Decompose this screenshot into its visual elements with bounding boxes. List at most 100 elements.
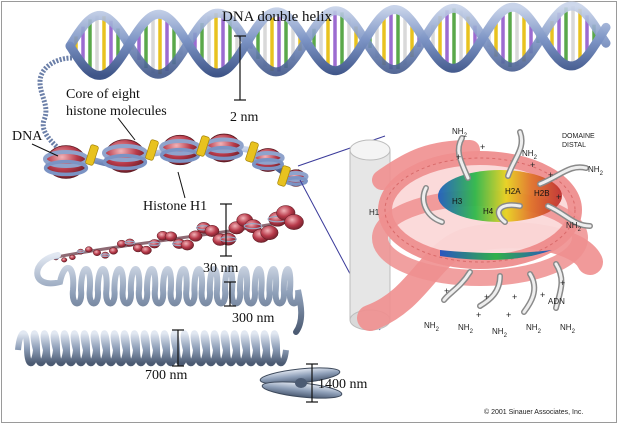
- histone-h1-clip: [245, 141, 259, 163]
- dna-wrap-ring: [159, 147, 201, 163]
- compact-nucleosome: [101, 251, 110, 259]
- compact-nucleosome: [188, 230, 203, 242]
- core-label-line2: histone molecules: [66, 104, 167, 119]
- nh2-label: NH2: [588, 165, 604, 177]
- histone-h1-clip: [277, 165, 291, 187]
- compact-nucleosome: [85, 246, 93, 253]
- compact-nucleosome: [164, 231, 178, 242]
- seven-hundred-nm-fiber: [15, 329, 289, 367]
- h4-label: H4: [483, 207, 494, 216]
- fiber-wrap: [76, 250, 85, 254]
- charge-plus: +: [540, 290, 545, 300]
- nh2-label: NH2: [560, 323, 576, 335]
- dna-wrap-ring: [251, 157, 285, 171]
- dna-wrap-ring: [43, 159, 89, 177]
- histone-tail-highlight: [497, 203, 522, 224]
- histone-tail-highlight: [546, 204, 592, 228]
- charge-plus: +: [480, 142, 485, 152]
- histone-tail-highlight: [538, 165, 588, 186]
- looped-domains: [34, 252, 305, 335]
- histone-tail-highlight: [478, 274, 502, 308]
- compact-nucleosome: [77, 248, 85, 255]
- nh2-subscript: 2: [436, 327, 440, 333]
- nh2-subscript: 2: [538, 329, 542, 335]
- fourteen-hundred-nm-label: 1400 nm: [318, 377, 368, 392]
- compact-nucleosome: [284, 214, 304, 230]
- charge-plus: +: [512, 292, 517, 302]
- nucleosome-inset: H1 H3 H2A H2B H4 DOMAINE DISTAL ADN NH2N…: [297, 127, 604, 339]
- thirty-nm-label: 30 nm: [203, 261, 239, 276]
- charge-plus: +: [476, 310, 481, 320]
- nh2-label: NH2: [492, 327, 508, 339]
- histone-tail-highlight: [506, 130, 523, 178]
- compact-nucleosome: [109, 247, 118, 255]
- nh2-subscript: 2: [470, 329, 474, 335]
- fiber-wrap: [100, 253, 110, 257]
- dna-label: DNA: [12, 129, 43, 144]
- chromosome: [259, 363, 343, 403]
- compact-nucleosome: [140, 245, 152, 255]
- h1-label: H1: [369, 208, 380, 217]
- charge-plus: +: [444, 286, 449, 296]
- nucleosome-fiber: [43, 133, 309, 187]
- dna-double-helix-label: DNA double helix: [222, 9, 332, 25]
- dna-wrap-ring: [102, 144, 148, 162]
- compact-nucleosome: [124, 238, 135, 247]
- compact-nucleosome: [180, 239, 194, 251]
- helix-strand-b: [65, 1, 611, 79]
- three-hundred-nm-label: 300 nm: [232, 311, 275, 326]
- compact-nucleosome: [204, 225, 220, 237]
- charge-plus: +: [484, 292, 489, 302]
- compact-nucleosome: [260, 225, 279, 240]
- nh2-subscript: 2: [578, 227, 582, 233]
- nh2-label: NH2: [424, 321, 440, 333]
- histone-tail-highlight: [442, 270, 472, 302]
- charge-plus: +: [548, 170, 553, 180]
- histone-tail-highlight: [554, 262, 563, 310]
- fiber-wrap: [124, 240, 136, 245]
- helix-strand-a: [65, 2, 611, 80]
- h2a-label: H2A: [505, 187, 521, 196]
- h3-label: H3: [452, 197, 463, 206]
- core-label-line1: Core of eight: [66, 87, 140, 102]
- domaine-distal-label-2: DISTAL: [562, 142, 586, 149]
- condensed-coil: [15, 330, 289, 367]
- fiber-wrap: [148, 241, 161, 247]
- charge-plus: +: [456, 152, 461, 162]
- charge-plus: +: [556, 192, 561, 202]
- compact-nucleosome: [61, 257, 68, 263]
- histone-tail-highlight: [522, 272, 536, 314]
- histone-h1-label: Histone H1: [143, 199, 207, 214]
- nh2-subscript: 2: [572, 329, 576, 335]
- nh2-subscript: 2: [600, 171, 604, 177]
- histone-tail-highlight: [457, 136, 470, 180]
- charge-plus: +: [506, 310, 511, 320]
- histone-h1-clip: [196, 135, 210, 157]
- copyright-text: © 2001 Sinauer Associates, Inc.: [484, 408, 583, 416]
- thirty-nm-fiber: [51, 203, 304, 263]
- nucleosome-beads: [43, 133, 309, 187]
- nh2-subscript: 2: [464, 133, 468, 139]
- nh2-label: NH2: [458, 323, 474, 335]
- dna-wrap-ring: [102, 153, 148, 171]
- histone-h1-clip: [145, 139, 159, 161]
- histone-h1-clip: [85, 144, 99, 166]
- h2b-label: H2B: [534, 189, 550, 198]
- nh2-subscript: 2: [534, 155, 538, 161]
- dna-double-helix: [65, 1, 611, 80]
- fiber-wrap: [219, 236, 237, 243]
- compact-nucleosome: [148, 239, 161, 249]
- charge-plus: +: [560, 278, 565, 288]
- domaine-distal-label-1: DOMAINE: [562, 133, 595, 140]
- histone-tail-highlight: [422, 186, 444, 224]
- adn-label: ADN: [548, 297, 565, 306]
- nh2-subscript: 2: [504, 333, 508, 339]
- compact-nucleosome: [69, 254, 76, 260]
- two-nm-label: 2 nm: [230, 110, 259, 125]
- fiber-wrap: [243, 223, 263, 230]
- nh2-label: NH2: [526, 323, 542, 335]
- histone-tails: [420, 129, 593, 315]
- leader-lines: [31, 117, 186, 199]
